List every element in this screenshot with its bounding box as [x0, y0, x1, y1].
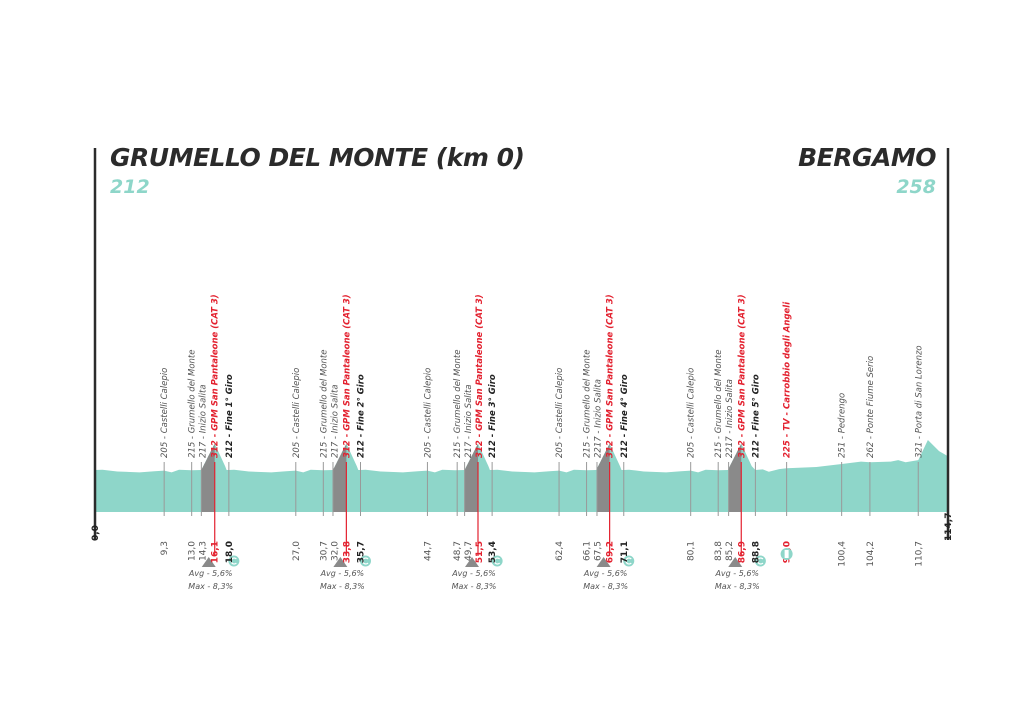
waypoint-km: 104,2	[866, 541, 876, 567]
waypoint-km: 9,3	[160, 541, 170, 555]
waypoint-label: 217 - Inizio Salita	[199, 384, 209, 458]
climb-max-gradient: Max - 8,3%	[715, 582, 760, 591]
waypoint-km: 27,0	[292, 541, 302, 561]
lap-circle-icon	[359, 555, 371, 567]
gpm-triangle-icon	[596, 557, 611, 567]
waypoint-km: 32,0	[330, 541, 340, 561]
waypoint-label: 321 - Porta di San Lorenzo	[914, 345, 924, 458]
waypoint-label: 205 - Castelli Calepio	[160, 368, 170, 458]
waypoint-km: 18,0	[225, 541, 235, 563]
waypoint-label: 212 - Fine 5° Giro	[751, 374, 761, 458]
lap-icon-glyph	[230, 557, 237, 565]
climb-segment	[596, 443, 610, 512]
waypoint-km: 44,7	[423, 541, 433, 561]
finish-elevation: 258	[896, 176, 936, 198]
waypoint-km: 110,7	[914, 541, 924, 567]
lap-icon-glyph	[493, 557, 501, 565]
climb-segment	[728, 443, 742, 512]
climb-avg-gradient: Avg - 5,6%	[188, 569, 233, 578]
waypoint-km: 62,4	[555, 541, 565, 561]
waypoint-km: 35,7	[356, 541, 366, 563]
start-elevation: 212	[110, 176, 150, 198]
waypoint-label: 215 - Grumello del Monte	[714, 350, 724, 458]
waypoint-km: 100,4	[838, 541, 848, 567]
waypoint-label: 217 - Inizio Salita	[330, 384, 340, 458]
waypoint-km: 86,9	[737, 541, 747, 563]
waypoint-label: 205 - Castelli Calepio	[423, 368, 433, 458]
climb-segment	[464, 443, 478, 512]
waypoint-km: 33,8	[342, 541, 352, 563]
climb-segment	[201, 443, 215, 512]
gpm-triangle-icon	[201, 557, 216, 567]
waypoint-label: 212 - Fine 2° Giro	[356, 374, 366, 458]
waypoint-label: 312 - GPM San Pantaleone (CAT 3)	[211, 294, 221, 458]
waypoint-km: 30,7	[319, 541, 329, 561]
waypoint-label: 217 - Inizio Salita	[464, 384, 474, 458]
waypoint-label: 312 - GPM San Pantaleone (CAT 3)	[342, 294, 352, 458]
lap-circle-icon	[754, 555, 766, 567]
waypoint-label: 212 - Fine 3° Giro	[488, 374, 498, 458]
waypoint-label: 2217 - Inizio Salita	[594, 379, 604, 458]
waypoint-label: 215 - Grumello del Monte	[188, 350, 198, 458]
gpm-triangle-icon	[728, 557, 743, 567]
waypoint-label: 205 - Castelli Calepio	[555, 368, 565, 458]
lap-icon-glyph	[362, 557, 369, 565]
climb-avg-gradient: Avg - 5,6%	[714, 569, 759, 578]
waypoint-km: 16,1	[211, 541, 221, 563]
waypoint-label: 225 - TV - Carrobbio degli Angeli	[783, 301, 793, 458]
waypoint-km: 66,1	[583, 541, 593, 561]
lap-icon-glyph	[757, 557, 764, 565]
start-location-title: GRUMELLO DEL MONTE (km 0)	[110, 143, 525, 172]
start-km-label: 0,0	[91, 525, 101, 541]
climb-max-gradient: Max - 8,3%	[452, 582, 497, 591]
climb-avg-gradient: Avg - 5,6%	[583, 569, 628, 578]
waypoint-km: 67,5	[594, 541, 604, 561]
waypoint-label: 312 - GPM San Pantaleone (CAT 3)	[475, 294, 485, 458]
waypoint-label: 212 - Fine 4° Giro	[620, 374, 630, 458]
waypoint-km: 88,8	[751, 541, 761, 563]
waypoint-km: 69,2	[606, 541, 616, 563]
waypoint-label: 312 - GPM San Pantaleone (CAT 3)	[737, 294, 747, 458]
climb-max-gradient: Max - 8,3%	[188, 582, 233, 591]
tv-icon-glyph	[784, 550, 789, 558]
waypoint-km: 14,3	[199, 541, 209, 561]
waypoint-km: 83,8	[714, 541, 724, 561]
waypoint-label: 205 - Castelli Calepio	[292, 368, 302, 458]
lap-circle-icon	[623, 555, 635, 567]
gpm-triangle-icon	[333, 557, 348, 567]
waypoint-label: 215 - Grumello del Monte	[583, 350, 593, 458]
finish-km-label: 114,7	[944, 513, 954, 541]
lap-circle-icon	[228, 555, 240, 567]
lap-circle-icon	[491, 555, 503, 567]
waypoint-label: 262 - Ponte Fiume Serio	[866, 356, 876, 458]
gpm-triangle-icon	[464, 557, 479, 567]
waypoint-label: 215 - Grumello del Monte	[319, 350, 329, 458]
waypoint-km: 48,7	[453, 541, 463, 561]
climb-max-gradient: Max - 8,3%	[320, 582, 365, 591]
waypoint-km: 13,0	[188, 541, 198, 561]
waypoint-label: 205 - Castelli Calepio	[687, 368, 697, 458]
climb-avg-gradient: Avg - 5,6%	[320, 569, 365, 578]
waypoint-label: 212 - Fine 1° Giro	[225, 374, 235, 458]
waypoint-km: 53,4	[488, 541, 498, 563]
waypoint-label: 215 - Grumello del Monte	[453, 350, 463, 458]
climb-segment	[332, 443, 347, 512]
waypoint-km: 71,1	[620, 541, 630, 563]
lap-icon-glyph	[625, 557, 632, 565]
waypoint-km: 49,7	[464, 541, 474, 561]
climb-avg-gradient: Avg - 5,6%	[451, 569, 496, 578]
waypoint-km: 80,1	[687, 541, 697, 561]
profile-area	[95, 440, 948, 512]
waypoint-label: 2217 - Inizio Salita	[725, 379, 735, 458]
waypoint-km: 51,5	[475, 541, 485, 563]
finish-location-title: BERGAMO	[798, 143, 936, 172]
waypoint-label: 251 - Pedrengo	[838, 393, 848, 458]
waypoint-label: 312 - GPM San Pantaleone (CAT 3)	[606, 294, 616, 458]
climb-max-gradient: Max - 8,3%	[583, 582, 628, 591]
waypoint-km: 85,2	[725, 541, 735, 561]
